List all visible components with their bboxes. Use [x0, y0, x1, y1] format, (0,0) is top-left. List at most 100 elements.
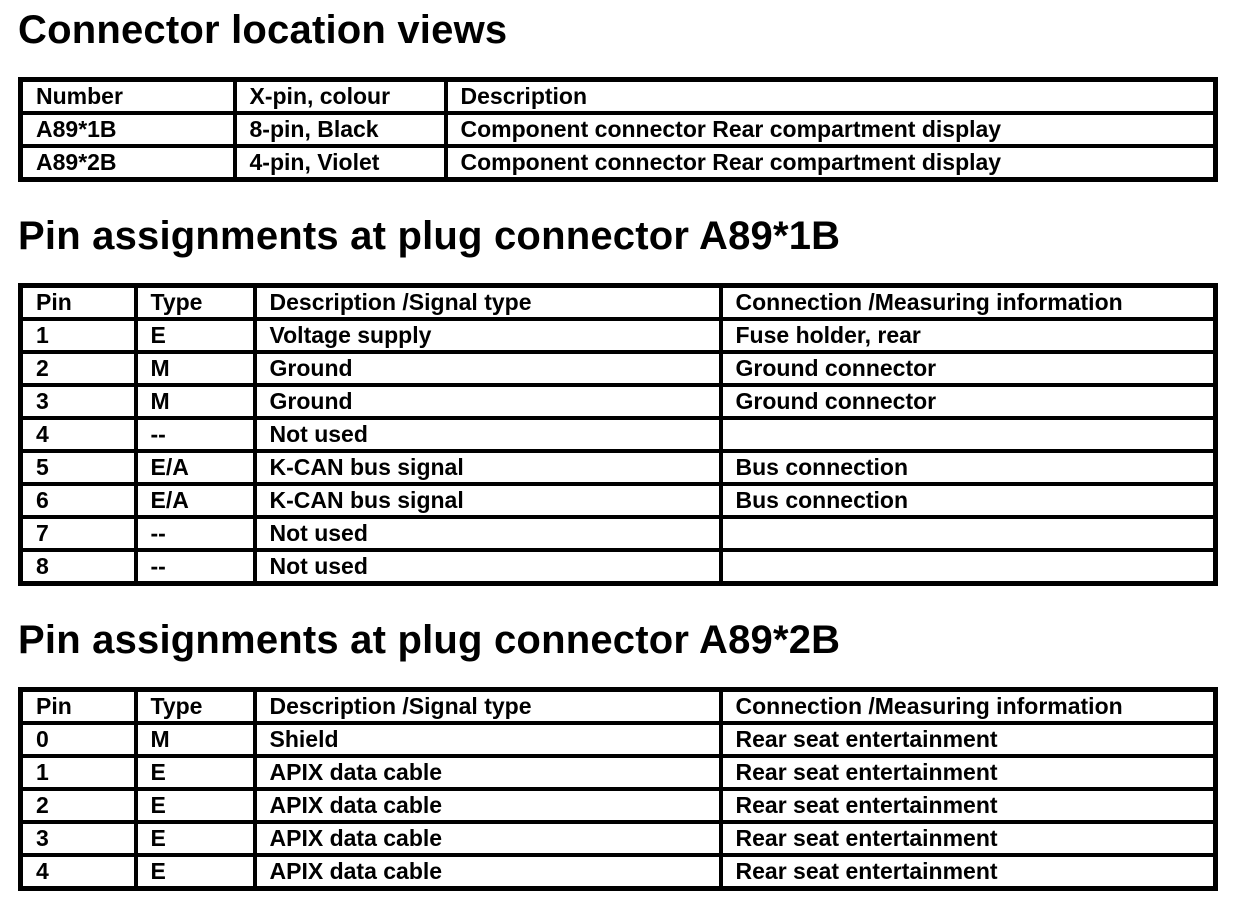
- column-header: Pin: [18, 283, 138, 321]
- table-cell: E: [133, 820, 257, 857]
- table-cell: E: [133, 317, 257, 354]
- table-cell: 5: [18, 449, 138, 486]
- column-header: Connection /Measuring information: [718, 283, 1218, 321]
- table-cell: 2: [18, 787, 138, 824]
- table-cell: E: [133, 787, 257, 824]
- section-pin-assignments-a89-1b: Pin assignments at plug connector A89*1B…: [18, 214, 1230, 586]
- table-cell: 4-pin, Violet: [232, 144, 448, 182]
- column-header: Type: [133, 687, 257, 725]
- table-cell: Not used: [252, 548, 723, 586]
- table-cell: Ground connector: [718, 350, 1218, 387]
- table-cell: [718, 515, 1218, 552]
- table-row: 8--Not used: [18, 548, 1218, 586]
- table-cell: Ground: [252, 350, 723, 387]
- table-cell: K-CAN bus signal: [252, 449, 723, 486]
- table-cell: 2: [18, 350, 138, 387]
- table-cell: Ground connector: [718, 383, 1218, 420]
- table-cell: A89*2B: [18, 144, 237, 182]
- table-cell: Rear seat entertainment: [718, 754, 1218, 791]
- table-cell: 8-pin, Black: [232, 111, 448, 148]
- table-cell: Rear seat entertainment: [718, 820, 1218, 857]
- section-pin-assignments-a89-2b: Pin assignments at plug connector A89*2B…: [18, 618, 1230, 891]
- table-cell: Not used: [252, 515, 723, 552]
- table-cell: Rear seat entertainment: [718, 853, 1218, 891]
- table-cell: APIX data cable: [252, 787, 723, 824]
- page-title: Connector location views: [18, 8, 508, 52]
- table-cell: M: [133, 350, 257, 387]
- table-cell: APIX data cable: [252, 853, 723, 891]
- table-cell: 6: [18, 482, 138, 519]
- table-cell: Not used: [252, 416, 723, 453]
- table-cell: 8: [18, 548, 138, 586]
- column-header: Description /Signal type: [252, 687, 723, 725]
- table-cell: 4: [18, 416, 138, 453]
- table-cell: M: [133, 383, 257, 420]
- section-title-a89-1b: Pin assignments at plug connector A89*1B: [18, 214, 841, 258]
- table-cell: M: [133, 721, 257, 758]
- table-cell: Ground: [252, 383, 723, 420]
- table-cell: A89*1B: [18, 111, 237, 148]
- table-row: 7--Not used: [18, 515, 1218, 552]
- table-cell: Fuse holder, rear: [718, 317, 1218, 354]
- table-cell: Bus connection: [718, 449, 1218, 486]
- table-cell: Component connector Rear compartment dis…: [443, 111, 1218, 148]
- section-title-a89-2b: Pin assignments at plug connector A89*2B: [18, 618, 841, 662]
- table-cell: Component connector Rear compartment dis…: [443, 144, 1218, 182]
- table-cell: E/A: [133, 482, 257, 519]
- table-cell: --: [133, 548, 257, 586]
- table-cell: 1: [18, 754, 138, 791]
- table-cell: APIX data cable: [252, 820, 723, 857]
- table-cell: --: [133, 416, 257, 453]
- table-cell: --: [133, 515, 257, 552]
- table-cell: 1: [18, 317, 138, 354]
- column-header: Description /Signal type: [252, 283, 723, 321]
- table-cell: APIX data cable: [252, 754, 723, 791]
- table-cell: Voltage supply: [252, 317, 723, 354]
- table-cell: [718, 416, 1218, 453]
- table-cell: K-CAN bus signal: [252, 482, 723, 519]
- column-header: Number: [18, 77, 237, 115]
- table-cell: 4: [18, 853, 138, 891]
- column-header: Pin: [18, 687, 138, 725]
- column-header: Description: [443, 77, 1218, 115]
- table-cell: E/A: [133, 449, 257, 486]
- table-cell: 7: [18, 515, 138, 552]
- table-cell: Rear seat entertainment: [718, 787, 1218, 824]
- column-header: X-pin, colour: [232, 77, 448, 115]
- table-cell: E: [133, 853, 257, 891]
- column-header: Type: [133, 283, 257, 321]
- table-row: 4--Not used: [18, 416, 1218, 453]
- table-cell: Rear seat entertainment: [718, 721, 1218, 758]
- table-cell: 3: [18, 383, 138, 420]
- table-cell: Bus connection: [718, 482, 1218, 519]
- table-cell: [718, 548, 1218, 586]
- table-cell: 3: [18, 820, 138, 857]
- table-cell: E: [133, 754, 257, 791]
- column-header: Connection /Measuring information: [718, 687, 1218, 725]
- table-cell: Shield: [252, 721, 723, 758]
